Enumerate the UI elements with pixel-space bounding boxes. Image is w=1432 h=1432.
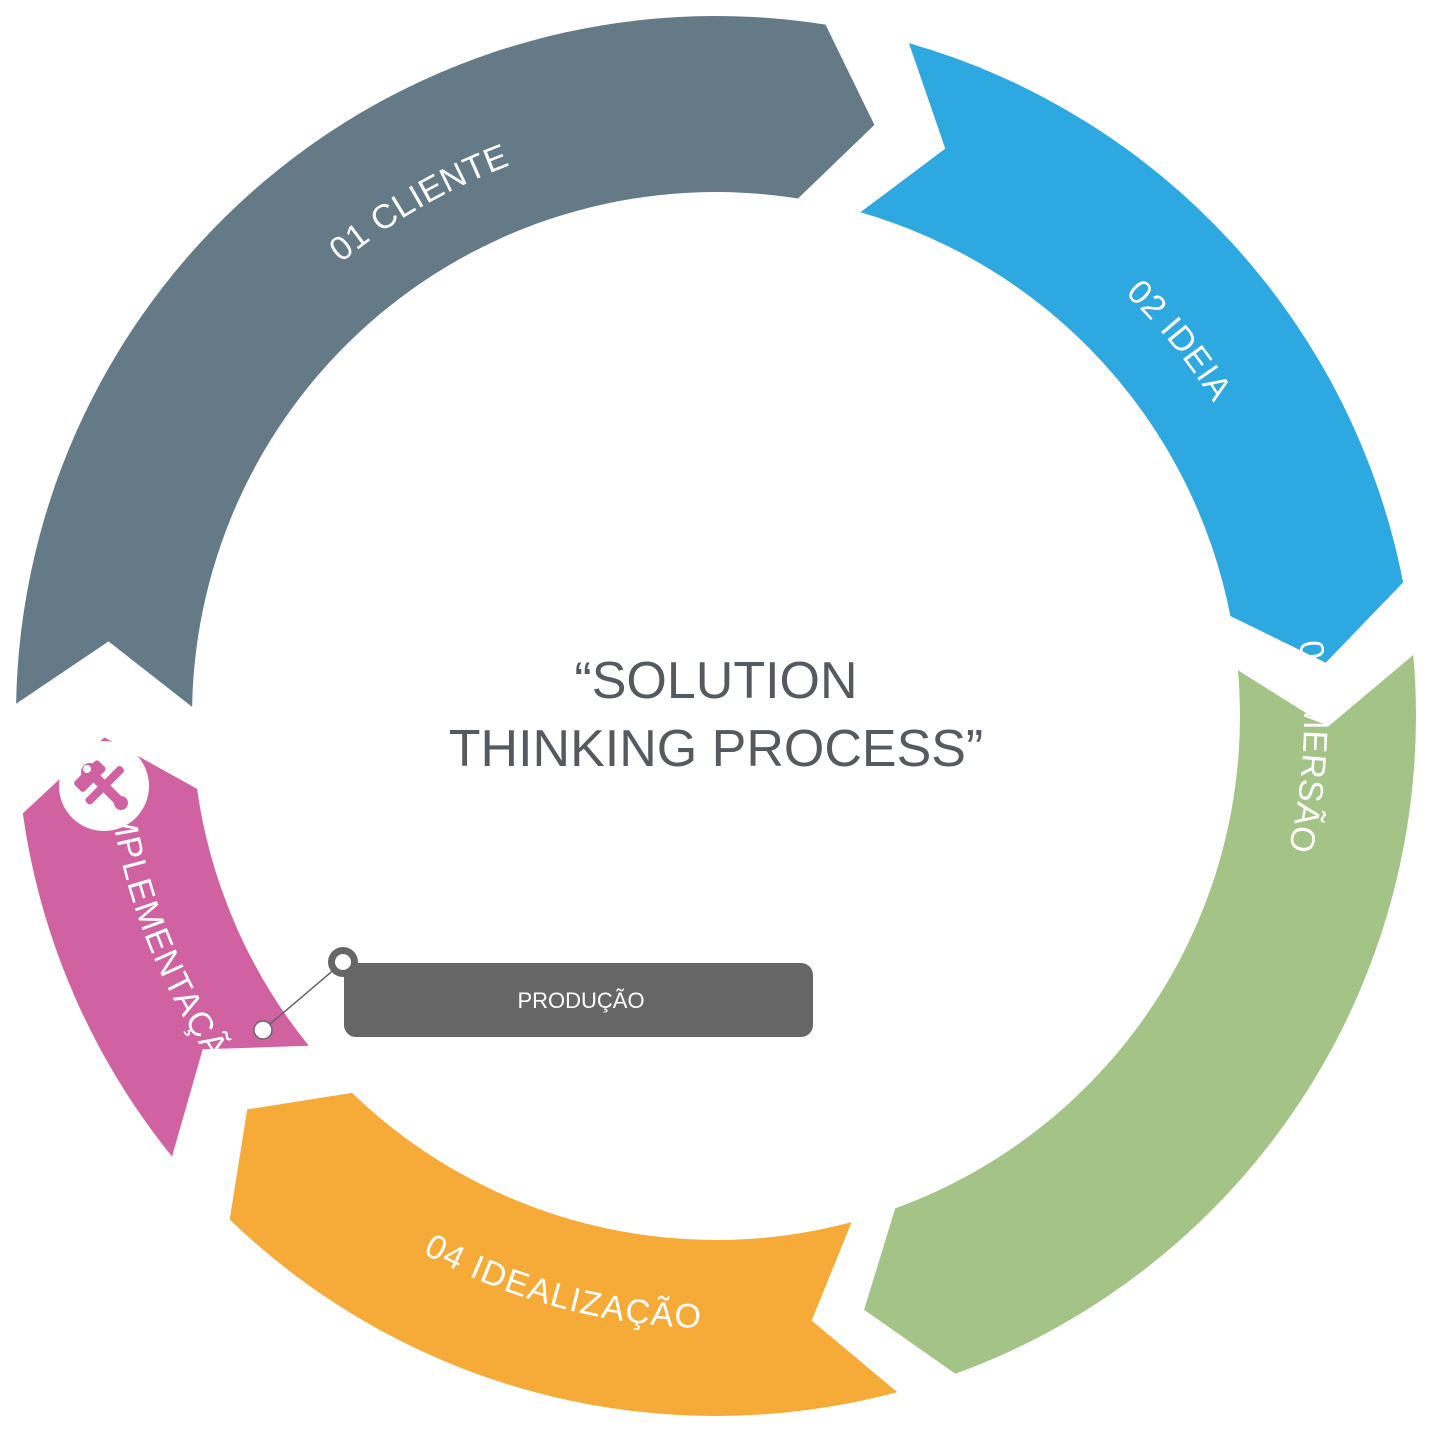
center-title-line1: “SOLUTION — [574, 652, 857, 710]
callout-anchor-dot — [253, 1020, 273, 1040]
callout-connector-line — [262, 961, 344, 1031]
segment-01[interactable] — [16, 15, 875, 707]
segment-05[interactable] — [22, 737, 309, 1157]
center-title-line2: THINKING PROCESS” — [449, 720, 984, 778]
callout-box[interactable] — [344, 963, 813, 1037]
callout-produção: PRODUÇÃO — [253, 947, 813, 1040]
segment-03[interactable] — [864, 655, 1416, 1374]
segment-02[interactable] — [860, 43, 1404, 663]
center-title: “SOLUTION THINKING PROCESS” — [449, 652, 984, 778]
tools-icon — [59, 741, 149, 831]
callout-text: PRODUÇÃO — [517, 988, 644, 1013]
segment-04[interactable] — [229, 1092, 898, 1416]
callout-pin-hole — [335, 954, 351, 970]
